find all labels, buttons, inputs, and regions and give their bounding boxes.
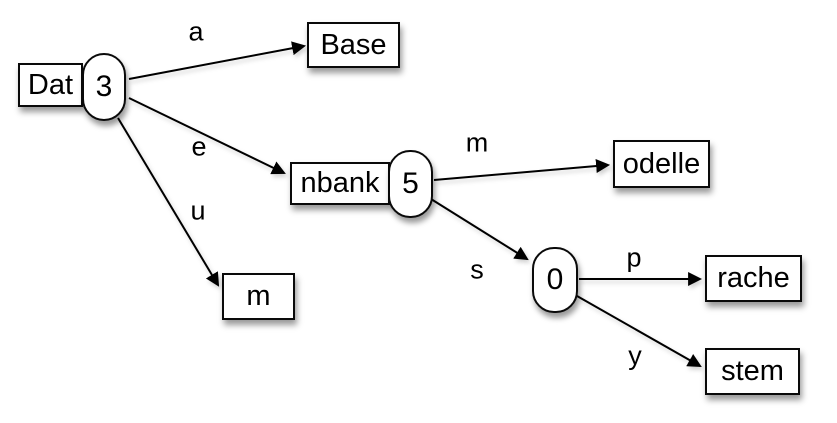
node-dat-box: Dat [18,63,83,107]
node-stem-box: stem [705,348,800,395]
node-nbank-label: nbank [300,167,380,199]
node-odelle-label: odelle [622,147,701,180]
node-base-box: Base [307,22,400,68]
edge-m-arrow [433,159,611,181]
edge-u-arrow [117,117,220,287]
edge-y-arrow [576,295,702,368]
edge-a-arrow [128,41,307,80]
node-odelle-box: odelle [613,140,710,188]
edge-u-label: u [190,195,206,226]
edge-m-label: m [465,127,489,158]
edge-a-label: a [188,16,204,47]
edge-s-arrow [430,198,529,261]
node-zero-capsule: 0 [532,247,578,313]
node-m-box: m [222,273,295,320]
node-stem-label: stem [721,355,784,387]
node-nbank-count-capsule: 5 [388,150,433,218]
node-dat-count: 3 [95,70,113,103]
node-base-label: Base [320,28,387,61]
node-m-label: m [246,280,271,312]
node-dat-count-capsule: 3 [82,53,126,121]
edge-e-arrow [128,97,286,175]
edge-e-label: e [191,131,207,162]
node-nbank-box: nbank [290,162,390,205]
node-nbank-count: 5 [402,167,419,200]
edge-p-label: p [626,242,642,273]
edge-s-label: s [470,254,484,285]
node-rache-label: rache [717,262,790,294]
node-zero-count: 0 [546,263,564,296]
edge-y-label: y [628,340,642,371]
node-rache-box: rache [705,255,802,302]
node-dat-label: Dat [27,68,74,101]
